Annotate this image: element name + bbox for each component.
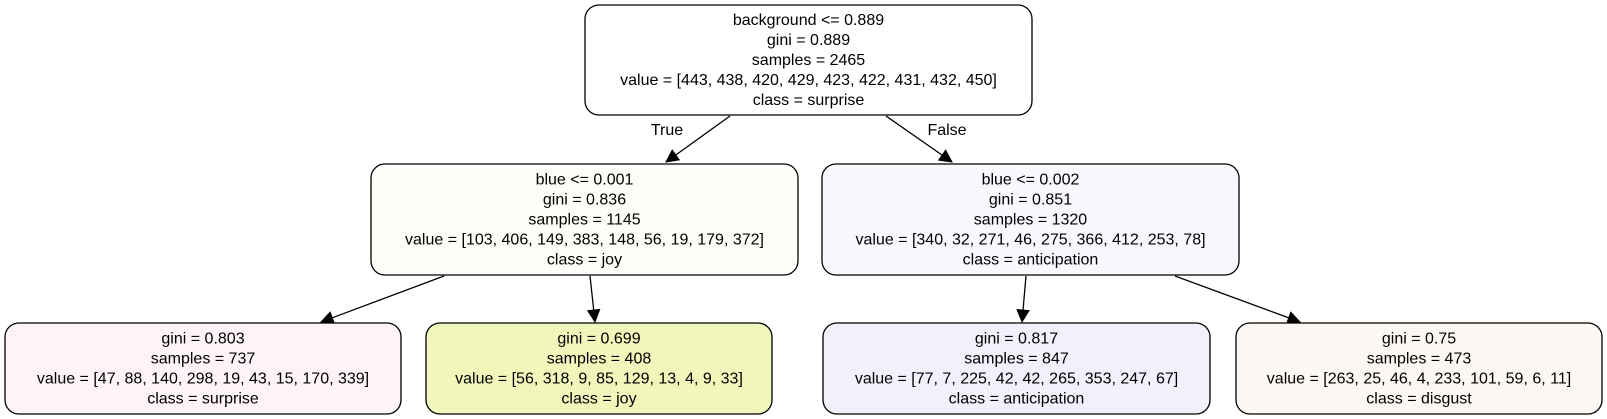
- node-samples: samples = 408: [547, 351, 652, 368]
- edge-line: [589, 275, 595, 311]
- edge-n1-n3: [319, 275, 445, 324]
- arrowhead-icon: [665, 149, 681, 163]
- node-gini: gini = 0.817: [975, 331, 1058, 348]
- node-value: value = [263, 25, 46, 4, 233, 101, 59, 6…: [1267, 371, 1571, 388]
- tree-node-n1: blue <= 0.001 gini = 0.836 samples = 1145 v…: [370, 163, 799, 276]
- edge-n2-n5: [1016, 275, 1030, 324]
- arrowhead-icon: [586, 308, 601, 324]
- node-samples: samples = 1320: [974, 212, 1088, 229]
- tree-node-n0: background <= 0.889 gini = 0.889 samples =…: [584, 4, 1033, 116]
- node-box: [425, 322, 773, 415]
- tree-node-n2: blue <= 0.002 gini = 0.851 samples = 1320 v…: [821, 163, 1240, 276]
- node-split-condition: background <= 0.889: [733, 12, 884, 29]
- edge-line: [332, 275, 445, 319]
- edge-n1-n4: [586, 275, 601, 324]
- edge-n2-n6: [1174, 275, 1302, 325]
- node-box: [4, 322, 402, 415]
- node-samples: samples = 473: [1367, 351, 1472, 368]
- edge-label-false: False: [927, 122, 966, 139]
- node-samples: samples = 1145: [528, 212, 640, 229]
- node-class: class = anticipation: [949, 391, 1085, 408]
- edge-n0-n1: True: [651, 115, 731, 163]
- tree-node-n5: gini = 0.817 samples = 847 value = [77, 7,…: [822, 322, 1211, 415]
- arrowhead-icon: [1285, 311, 1302, 325]
- node-split-condition: blue <= 0.002: [982, 172, 1080, 189]
- node-split-condition: blue <= 0.001: [536, 172, 634, 189]
- node-box: [584, 4, 1033, 116]
- node-gini: gini = 0.889: [767, 32, 850, 49]
- node-box: [821, 163, 1240, 276]
- node-class: class = joy: [561, 391, 636, 408]
- node-box: [1235, 322, 1603, 415]
- node-samples: samples = 847: [964, 351, 1069, 368]
- edge-n0-n2: False: [885, 115, 967, 163]
- edge-line: [1022, 275, 1027, 311]
- node-box: [822, 322, 1211, 415]
- edge-line: [885, 115, 943, 156]
- node-value: value = [77, 7, 225, 42, 42, 265, 353, 2…: [855, 371, 1178, 388]
- arrowhead-icon: [937, 149, 953, 163]
- node-box: [370, 163, 799, 276]
- tree-node-n3: gini = 0.803 samples = 737 value = [47, 88…: [4, 322, 402, 415]
- node-gini: gini = 0.75: [1382, 331, 1456, 348]
- node-value: value = [340, 32, 271, 46, 275, 366, 412…: [855, 232, 1205, 249]
- edge-line: [1174, 275, 1289, 319]
- tree-node-n4: gini = 0.699 samples = 408 value = [56, 31…: [425, 322, 773, 415]
- node-value: value = [56, 318, 9, 85, 129, 13, 4, 9, …: [455, 371, 743, 388]
- node-value: value = [103, 406, 149, 383, 148, 56, 19…: [405, 232, 764, 249]
- node-value: value = [47, 88, 140, 298, 19, 43, 15, 1…: [37, 371, 369, 388]
- tree-node-n6: gini = 0.75 samples = 473 value = [263, 25…: [1235, 322, 1603, 415]
- node-gini: gini = 0.836: [543, 192, 626, 209]
- node-class: class = joy: [547, 252, 622, 269]
- node-gini: gini = 0.851: [989, 192, 1072, 209]
- node-samples: samples = 737: [151, 351, 256, 368]
- node-class: class = anticipation: [963, 252, 1099, 269]
- node-class: class = disgust: [1366, 391, 1472, 408]
- node-gini: gini = 0.699: [557, 331, 640, 348]
- node-gini: gini = 0.803: [161, 331, 244, 348]
- node-class: class = surprise: [147, 391, 259, 408]
- arrowhead-icon: [1016, 308, 1030, 324]
- node-class: class = surprise: [753, 92, 865, 109]
- node-samples: samples = 2465: [752, 52, 866, 69]
- edge-label-true: True: [651, 122, 683, 139]
- edge-line: [675, 115, 731, 156]
- node-value: value = [443, 438, 420, 429, 423, 422, 4…: [620, 72, 997, 89]
- arrowhead-icon: [319, 311, 336, 324]
